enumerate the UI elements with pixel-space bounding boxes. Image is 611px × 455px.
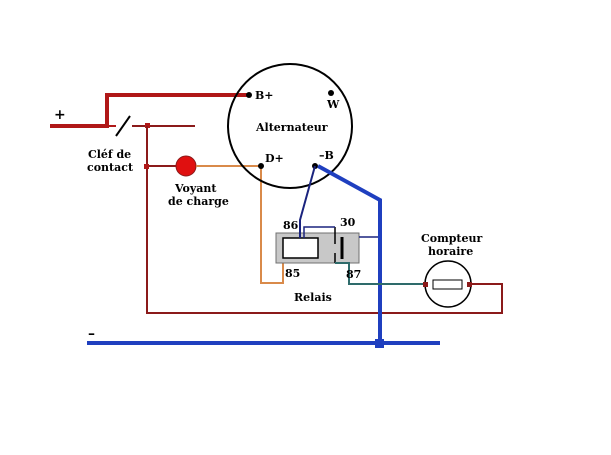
hour-meter-terminal-left [423,282,428,287]
lamp-label-line2: de charge [168,195,229,208]
relay-pin-85-label: 85 [285,267,300,280]
alternator-label: Alternateur [255,121,328,134]
relay [275,227,360,264]
switch-terminal [145,123,150,128]
d-plus-wire [196,165,284,284]
terminal-b-plus [246,92,252,98]
b-minus-to-86-wire [299,165,316,238]
terminal-d-plus [258,163,264,169]
ground-wire-alternator [317,164,382,343]
relay-pin-87-label: 87 [346,268,361,281]
relay-label: Relais [294,291,332,304]
switched-feed-wire [146,126,503,314]
alternator-body [227,63,353,189]
lamp-label-line1: Voyant [174,182,217,195]
battery-plus-label: + [54,107,66,123]
hour-meter-terminal-right [467,282,472,287]
hour-meter-display [432,279,463,290]
ground-junction [375,339,384,348]
hour-meter-label-line1: Compteur [421,232,482,245]
relay-87-wire [335,262,425,285]
relay-pin-30-label: 30 [340,216,356,229]
b-plus-label: B+ [255,89,274,102]
battery-positive-wire [50,93,248,128]
battery-minus-label: – [88,326,95,342]
lamp-junction [144,164,149,169]
relay-coil [282,237,319,259]
charge-lamp [175,155,197,177]
terminal-w [328,90,334,96]
relay-86-to-30-wire [303,226,335,238]
b-minus-label: –B [319,149,334,162]
ignition-label-line2: contact [87,161,134,174]
w-label: W [326,98,340,111]
hour-meter-label-line2: horaire [428,245,473,258]
hour-meter [423,260,472,308]
ignition-switch [107,115,195,137]
relay-pin-86-label: 86 [283,219,299,232]
d-plus-label: D+ [265,152,284,165]
ignition-label-line1: Cléf de [88,148,131,161]
switch-lever [115,115,131,137]
